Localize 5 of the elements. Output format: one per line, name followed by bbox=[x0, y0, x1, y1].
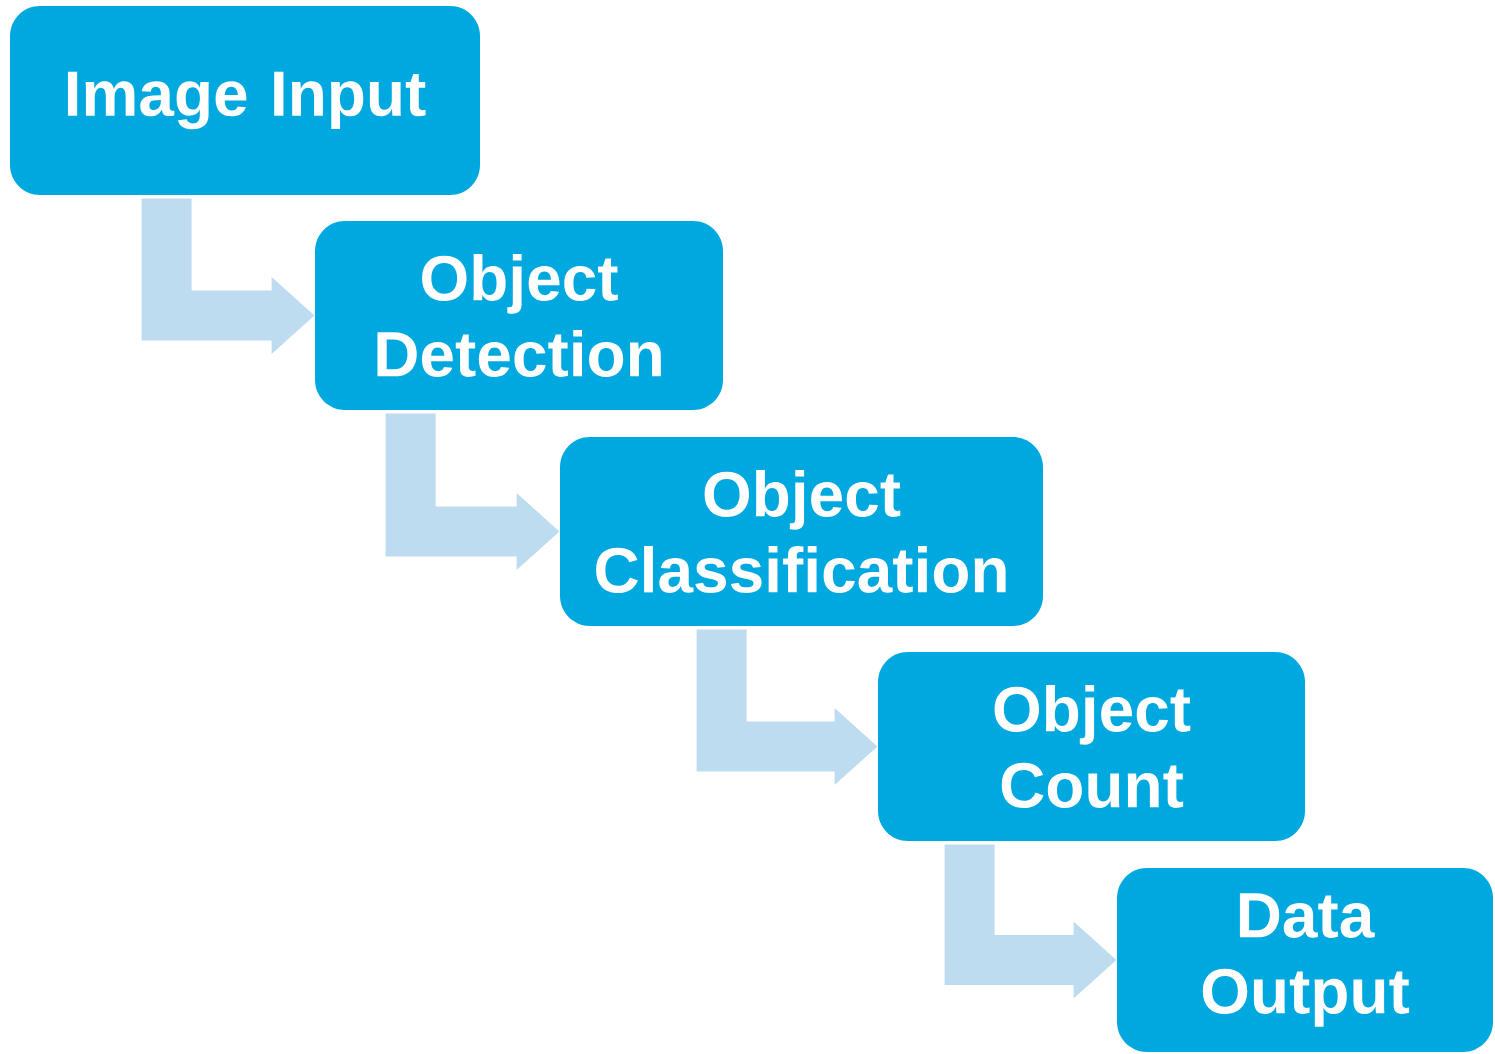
process-box: Data Output bbox=[1117, 868, 1493, 1052]
process-box: Object Detection bbox=[315, 221, 723, 410]
process-box: Object Classification bbox=[560, 437, 1043, 626]
process-box: Image Input bbox=[10, 6, 480, 195]
process-box: Object Count bbox=[878, 652, 1305, 841]
